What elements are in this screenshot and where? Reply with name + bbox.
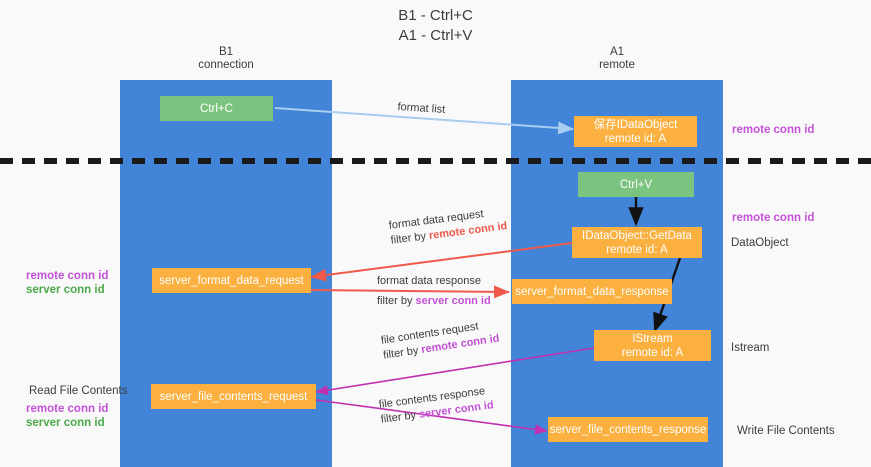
box-server-format-data-response[interactable]: server_format_data_response — [512, 279, 672, 304]
edge-filter-key: server conn id — [415, 295, 491, 307]
label-write-file-contents: Write File Contents — [737, 425, 835, 437]
label-remote-conn-id-mid: remote conn id — [732, 212, 815, 224]
diagram-title: B1 - Ctrl+C A1 - Ctrl+V — [398, 7, 473, 44]
edge-label-line2: filter by server conn id — [377, 294, 491, 309]
label-left-server-conn-id-1: server conn id — [26, 284, 105, 296]
edge-label-file-contents-request: file contents request filter by remote c… — [380, 317, 501, 364]
label-left-remote-conn-id-1: remote conn id — [26, 270, 109, 282]
box-ctrl-c[interactable]: Ctrl+C — [160, 96, 273, 121]
box-istream[interactable]: IStream remote id: A — [594, 330, 711, 361]
label-remote-conn-id-top: remote conn id — [732, 124, 815, 136]
edge-label-format-data-request: format data request filter by remote con… — [388, 204, 508, 248]
box-server-file-contents-response[interactable]: server_file_contents_response — [548, 417, 708, 442]
column-header-b1: B1 connection — [198, 46, 254, 71]
edge-label-format-list: format list — [397, 100, 446, 118]
label-left-server-conn-id-2: server conn id — [26, 417, 105, 429]
edge-label-line1: format list — [397, 100, 446, 116]
edge-label-format-data-response: format data response filter by server co… — [377, 274, 491, 309]
box-ctrl-v[interactable]: Ctrl+V — [578, 172, 694, 197]
label-dataobject: DataObject — [731, 237, 789, 249]
edge-label-line1: format data response — [377, 275, 481, 287]
box-save-idataobject[interactable]: 保存IDataObject remote id: A — [574, 116, 697, 147]
column-header-a1: A1 remote — [599, 46, 635, 71]
edge-filter-prefix: filter by — [380, 408, 420, 426]
box-server-file-contents-request[interactable]: server_file_contents_request — [151, 384, 316, 409]
box-server-format-data-request[interactable]: server_format_data_request — [152, 268, 311, 293]
label-read-file-contents: Read File Contents — [29, 385, 128, 397]
label-istream: Istream — [731, 342, 770, 354]
label-left-remote-conn-id-2: remote conn id — [26, 403, 109, 415]
edge-label-file-contents-response: file contents response filter by server … — [378, 383, 495, 427]
edge-filter-prefix: filter by — [377, 295, 416, 307]
edge-filter-prefix: filter by — [390, 230, 430, 247]
box-idataobject-getdata[interactable]: IDataObject::GetData remote id: A — [572, 227, 702, 258]
